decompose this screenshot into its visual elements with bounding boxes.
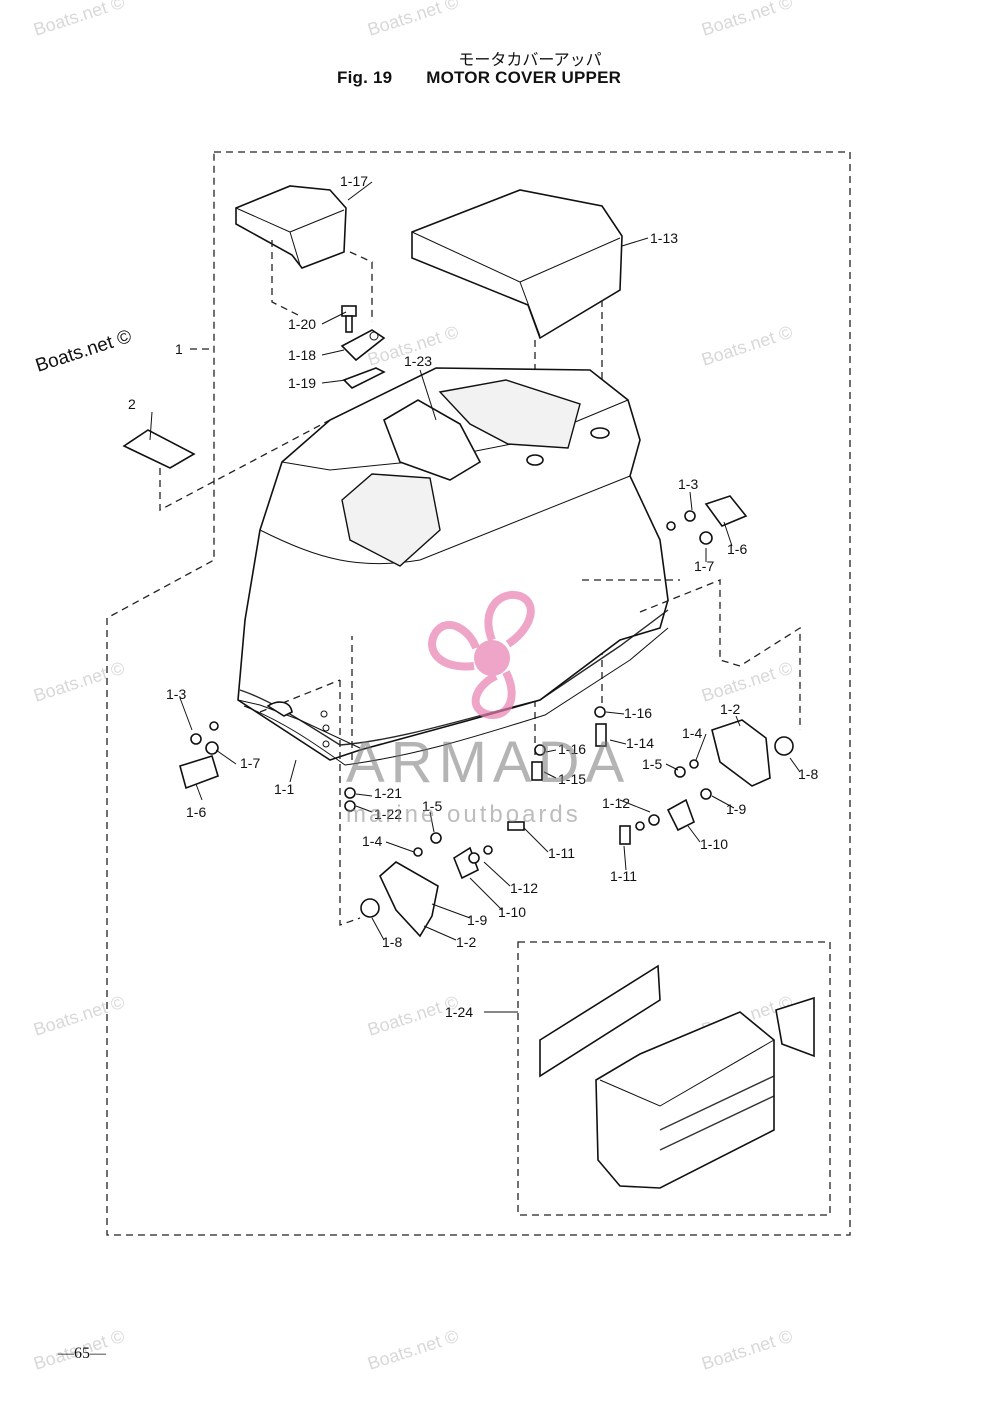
callout-1-14: 1-14	[626, 735, 654, 751]
callout-1-10: 1-10	[498, 904, 526, 920]
callout-1-7: 1-7	[240, 755, 260, 771]
callout-1-11: 1-11	[548, 845, 575, 861]
watermark: Boats.net ©	[365, 0, 461, 40]
callout-1-24: 1-24	[445, 1004, 473, 1020]
watermark: Boats.net ©	[31, 0, 127, 40]
callout-2: 2	[128, 396, 136, 412]
callout-1-1: 1-1	[274, 781, 294, 797]
watermark: Boats.net ©	[699, 322, 795, 370]
callout-1-6: 1-6	[727, 541, 747, 557]
motor-cover-body	[237, 367, 669, 766]
callout-1-15: 1-15	[558, 771, 586, 787]
boats-watermark-dark: Boats.net ©	[33, 326, 134, 377]
bracket-part	[360, 821, 525, 938]
callout-1-13: 1-13	[650, 230, 678, 246]
bracket-part	[619, 719, 794, 845]
callout-1-8: 1-8	[798, 766, 818, 782]
armada-logo-watermark	[428, 590, 535, 720]
callout-1-5: 1-5	[422, 798, 442, 814]
callout-1-20: 1-20	[288, 316, 316, 332]
callout-1-4: 1-4	[362, 833, 382, 849]
callout-1-19: 1-19	[288, 375, 316, 391]
callout-1-4: 1-4	[682, 725, 702, 741]
callout-1-10: 1-10	[700, 836, 728, 852]
callout-1-7: 1-7	[694, 558, 714, 574]
watermark: Boats.net ©	[699, 0, 795, 40]
assembly-outline	[106, 151, 851, 1236]
callout-1-23: 1-23	[404, 353, 432, 369]
title-japanese: モータカバーアッパ	[458, 50, 602, 69]
figure-name: MOTOR COVER UPPER	[426, 68, 622, 87]
callout-1-9: 1-9	[726, 801, 746, 817]
callout-1-3: 1-3	[166, 686, 186, 702]
callout-1-21: 1-21	[374, 785, 402, 801]
callout-1-17: 1-17	[340, 173, 368, 189]
callout-labels: 1 2 1-1 1-2 1-2 1-3 1-3 1-4 1-4 1-5 1-5 …	[128, 173, 818, 1020]
armada-watermark-subtitle: marine outboards	[346, 801, 581, 828]
callout-1-16: 1-16	[624, 705, 652, 721]
callout-1-12: 1-12	[602, 795, 630, 811]
callout-1-3: 1-3	[678, 476, 698, 492]
armada-watermark-text: ARMADA	[346, 730, 630, 795]
decal-inset-outline	[517, 941, 831, 1216]
callout-1-6: 1-6	[186, 804, 206, 820]
callout-1-16: 1-16	[558, 741, 586, 757]
handle-part	[179, 701, 293, 790]
watermark: Boats.net ©	[31, 992, 127, 1040]
callout-1-22: 1-22	[374, 806, 402, 822]
page-number: —65—	[58, 1345, 106, 1362]
callout-1: 1	[175, 341, 183, 357]
figure-number: Fig. 19	[337, 68, 393, 87]
latch-part	[340, 329, 386, 362]
decal-cover-illustration	[539, 964, 815, 1189]
bolt-part	[341, 305, 357, 333]
top-cover-small-part	[235, 185, 347, 269]
callout-1-2: 1-2	[720, 701, 740, 717]
watermark: Boats.net ©	[31, 658, 127, 706]
figure-title: Fig. 19 MOTOR COVER UPPER	[337, 68, 621, 88]
stud-part	[344, 706, 607, 812]
handle-part	[666, 495, 748, 545]
leader-lines	[149, 181, 801, 1013]
callout-1-8: 1-8	[382, 934, 402, 950]
decal-part	[122, 429, 196, 469]
watermark: Boats.net ©	[699, 1326, 795, 1374]
pad-part	[342, 367, 386, 389]
callout-1-9: 1-9	[467, 912, 487, 928]
callout-1-18: 1-18	[288, 347, 316, 363]
callout-1-2: 1-2	[456, 934, 476, 950]
top-cover-large-part	[411, 189, 623, 340]
callout-1-11: 1-11	[610, 868, 637, 884]
watermark: Boats.net ©	[365, 1326, 461, 1374]
callout-1-12: 1-12	[510, 880, 538, 896]
callout-1-5: 1-5	[642, 756, 662, 772]
watermark: Boats.net ©	[699, 658, 795, 706]
